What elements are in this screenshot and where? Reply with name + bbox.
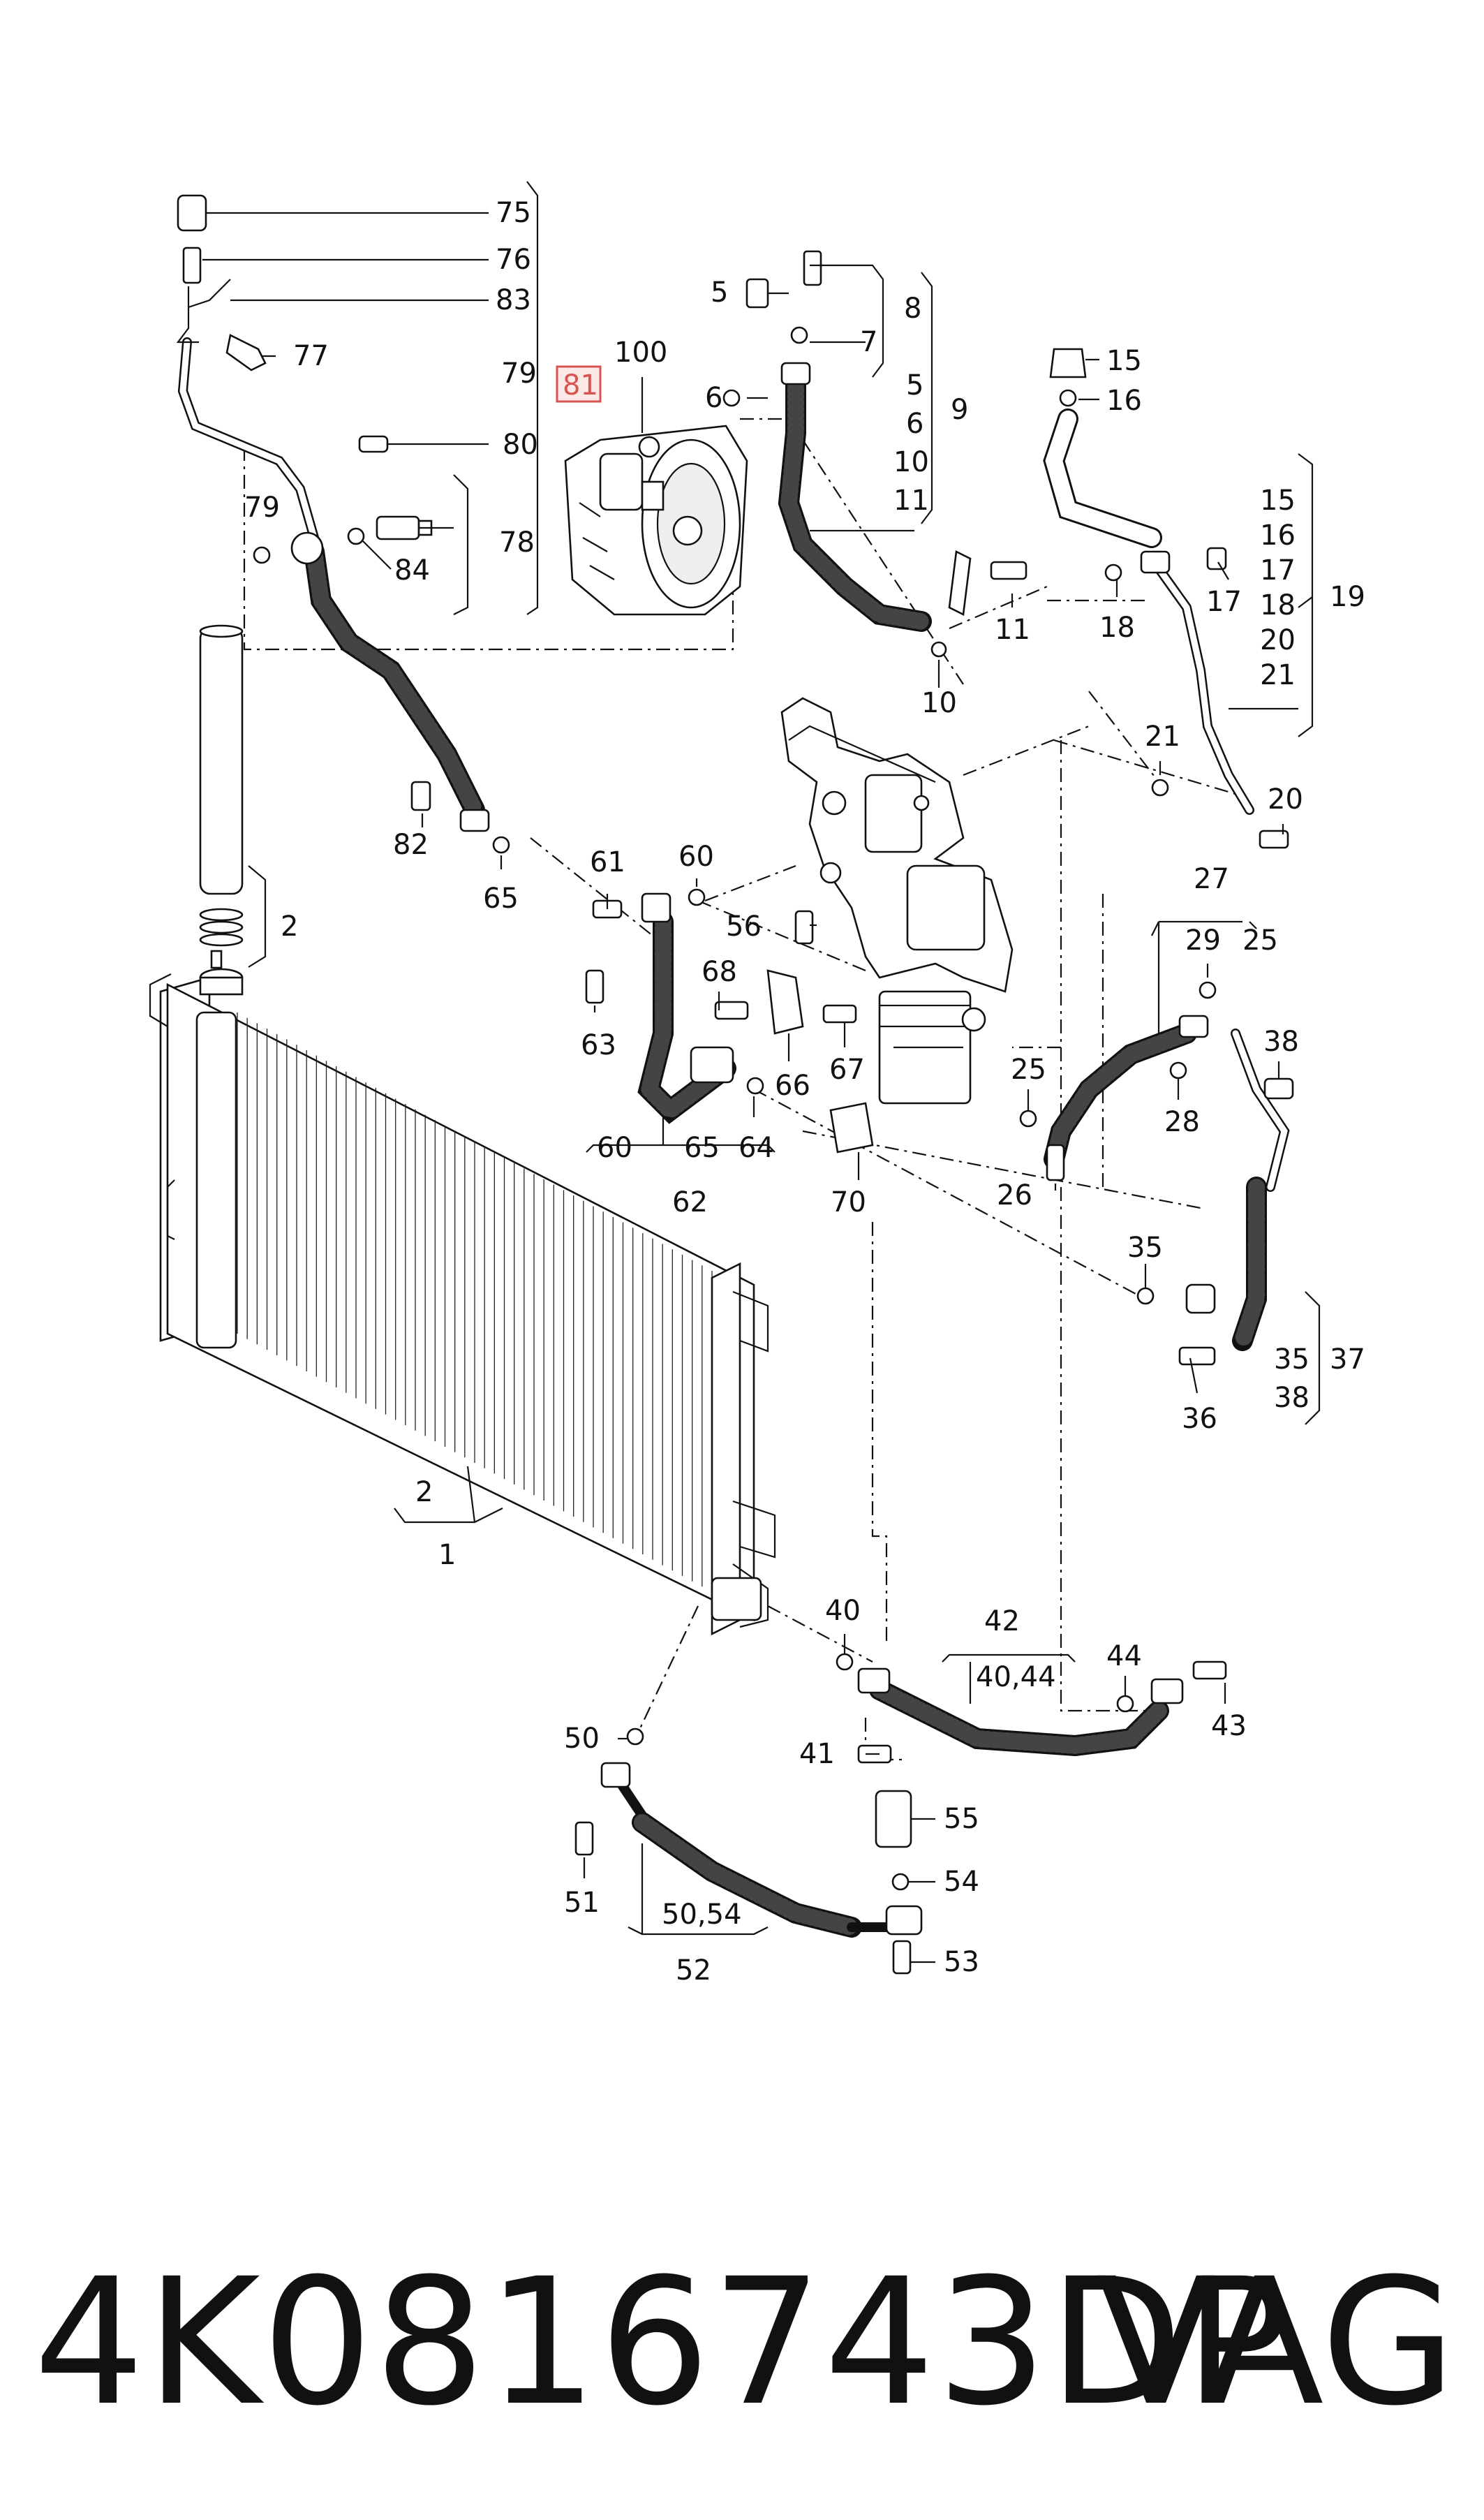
- callout-44: 44: [1106, 1640, 1142, 1672]
- callout-61: 61: [590, 846, 625, 878]
- callout-19: 19: [1330, 581, 1365, 613]
- callout-68: 68: [702, 956, 737, 988]
- callout-27: 27: [1194, 863, 1229, 895]
- callout-82: 82: [393, 829, 429, 861]
- hardware: [176, 194, 1294, 1975]
- callout-76: 76: [496, 244, 531, 276]
- callout-84: 84: [394, 554, 430, 587]
- callout-35: 35: [1127, 1232, 1163, 1264]
- highlighted-callout-box: [556, 365, 602, 403]
- callout-11-kit: 11: [893, 485, 929, 517]
- callout-38-kit: 38: [1274, 1382, 1309, 1414]
- dryer-cartridge: [199, 624, 244, 996]
- callout-16-kit: 16: [1260, 520, 1296, 552]
- callout-51: 51: [564, 1887, 600, 1919]
- callout-25: 25: [1011, 1054, 1046, 1086]
- part-number: 4K0816743DP: [34, 2241, 1291, 2444]
- callout-56: 56: [726, 911, 762, 943]
- callout-11: 11: [995, 614, 1030, 646]
- callout-62: 62: [672, 1186, 708, 1218]
- callout-21: 21: [1145, 721, 1180, 753]
- callout-55: 55: [944, 1803, 979, 1835]
- callout-18: 18: [1099, 612, 1135, 644]
- callout-9: 9: [951, 394, 968, 426]
- callout-80: 80: [503, 429, 538, 461]
- callout-6-kit: 6: [906, 408, 923, 440]
- callout-77: 77: [293, 340, 329, 372]
- callout-60: 60: [678, 841, 714, 873]
- condenser: [149, 973, 776, 1636]
- callout-labels: 75 76 83 77 79 81 80 79 78 84 100 5 8 7 …: [244, 197, 1365, 1987]
- callout-5: 5: [711, 277, 728, 309]
- callout-60-kit: 60: [597, 1132, 632, 1164]
- callout-83: 83: [496, 284, 531, 316]
- callout-37: 37: [1330, 1343, 1365, 1376]
- brand-name: VAG: [1096, 2241, 1456, 2444]
- callout-5-kit: 5: [906, 369, 923, 401]
- callout-1: 1: [438, 1539, 456, 1571]
- assembly-lines: [243, 418, 1243, 1761]
- callout-53: 53: [944, 1946, 979, 1978]
- callout-26: 26: [997, 1179, 1032, 1211]
- callout-63: 63: [581, 1029, 616, 1061]
- callout-36: 36: [1182, 1403, 1217, 1435]
- callout-15: 15: [1106, 345, 1142, 377]
- leader-lines: [202, 181, 1321, 1963]
- compressor: [564, 425, 748, 616]
- callout-25-kit: 25: [1242, 924, 1278, 957]
- callout-79-seal: 79: [244, 492, 280, 524]
- callout-2-kit: 2: [415, 1476, 433, 1508]
- callout-7: 7: [860, 326, 877, 358]
- callout-67: 67: [829, 1054, 865, 1086]
- callout-8: 8: [904, 293, 921, 325]
- callout-65-kit: 65: [684, 1132, 720, 1164]
- callout-100: 100: [614, 337, 667, 369]
- part-caption: 4K0816743DP VAG: [0, 2227, 1484, 2458]
- callout-50: 50: [564, 1723, 600, 1755]
- condenser-fins: [237, 1012, 713, 1592]
- callout-40-44-kit: 40,44: [976, 1661, 1056, 1693]
- callout-16: 16: [1106, 385, 1142, 417]
- callout-42: 42: [984, 1605, 1020, 1637]
- callout-41: 41: [799, 1738, 835, 1770]
- callout-66: 66: [775, 1070, 810, 1102]
- callout-54: 54: [944, 1866, 979, 1898]
- callout-17: 17: [1206, 586, 1242, 618]
- callout-20: 20: [1268, 783, 1303, 816]
- callout-43: 43: [1211, 1710, 1247, 1742]
- callout-6: 6: [705, 382, 722, 414]
- evaporator-valve-assembly: [780, 697, 1014, 1105]
- callout-52: 52: [676, 1954, 711, 1987]
- callout-35-kit: 35: [1274, 1343, 1309, 1376]
- callout-17-kit: 17: [1260, 554, 1296, 587]
- callout-78: 78: [499, 526, 535, 559]
- callout-64: 64: [739, 1132, 774, 1164]
- callout-70: 70: [831, 1186, 866, 1218]
- callout-10: 10: [921, 687, 957, 719]
- callout-10-kit: 10: [893, 446, 929, 478]
- callout-65: 65: [483, 883, 519, 915]
- callout-2: 2: [281, 911, 298, 943]
- callout-79: 79: [501, 358, 537, 390]
- callout-21-kit: 21: [1260, 659, 1296, 691]
- callout-50-54-kit: 50,54: [662, 1899, 742, 1931]
- callout-15-kit: 15: [1260, 485, 1296, 517]
- callout-29: 29: [1185, 924, 1221, 957]
- ac-system-exploded-diagram: 75 76 83 77 79 81 80 79 78 84 100 5 8 7 …: [149, 181, 1365, 1987]
- callout-75: 75: [496, 197, 531, 229]
- callout-40: 40: [825, 1595, 861, 1627]
- callout-20-kit: 20: [1260, 624, 1296, 656]
- callout-38: 38: [1263, 1026, 1299, 1058]
- callout-28: 28: [1164, 1106, 1200, 1138]
- callout-81-highlighted: 81: [563, 369, 598, 401]
- callout-18-kit: 18: [1260, 589, 1296, 621]
